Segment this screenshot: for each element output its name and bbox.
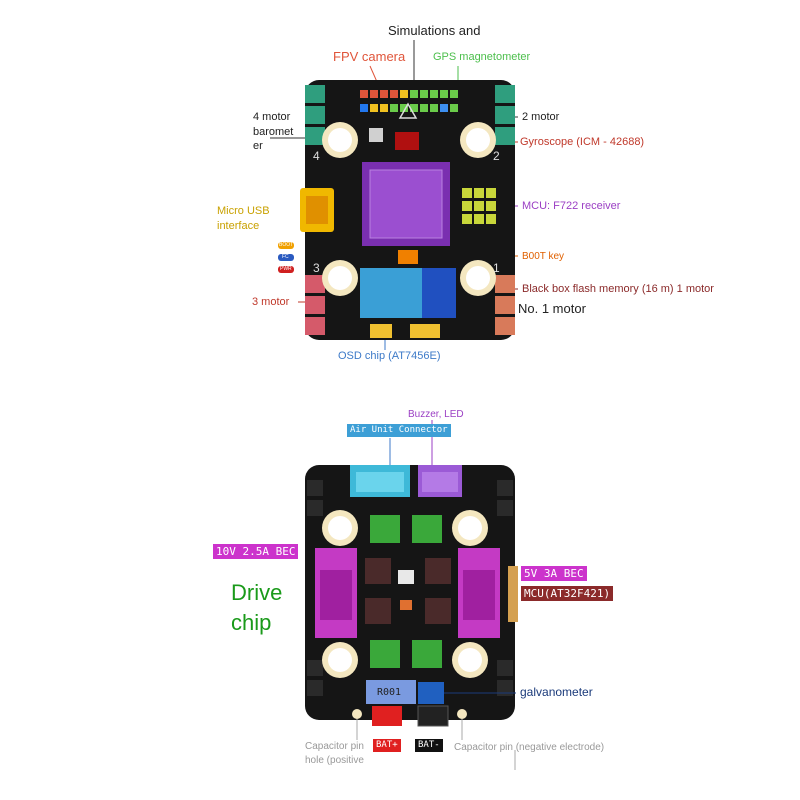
label-bat-minus: BAT-: [415, 739, 443, 752]
mini-pwr-badge: [278, 266, 294, 273]
barometer-chip: [369, 128, 383, 142]
label-galvanometer: galvanometer: [520, 685, 593, 699]
galvanometer-chip: [418, 682, 444, 704]
label-bat-plus: BAT+: [373, 739, 401, 752]
label-cap-pos-a: Capacitor pin: [305, 741, 364, 752]
label-gps: GPS magnetometer: [433, 51, 531, 63]
center-pad: [400, 600, 412, 610]
label-drive-a: Drive: [231, 580, 283, 605]
label-fpv-camera: FPV camera: [333, 49, 406, 64]
drive-chips-center: [365, 558, 451, 624]
silk-2: 2: [493, 149, 500, 163]
mini-boot-badge: [278, 242, 294, 249]
mini-boot-label: BOOT: [279, 242, 294, 248]
label-motor2: 2 motor: [522, 111, 560, 123]
mounting-holes: [322, 122, 496, 296]
label-motor3: 3 motor: [252, 296, 290, 308]
side-connector: [508, 566, 518, 622]
bat-plus-pad: [372, 706, 402, 726]
label-barometer-b: er: [253, 140, 263, 152]
shunt-resistor: [366, 680, 416, 704]
label-cap-pos-b: hole (positive: [305, 755, 364, 766]
arrow-mark: [398, 102, 418, 119]
label-osd: OSD chip (AT7456E): [338, 350, 441, 362]
cap-hole-pos: [352, 709, 362, 719]
cap-hole-neg: [457, 709, 467, 719]
label-motor4: 4 motor: [253, 111, 291, 123]
label-cap-neg: Capacitor pin (negative electrode): [454, 742, 605, 753]
silk-1: 1: [493, 261, 500, 275]
gyro-chip: [395, 132, 419, 150]
flash-chip: [422, 268, 456, 318]
mini-fc-badge: [278, 254, 294, 261]
label-drive-b: chip: [231, 610, 272, 635]
bat-minus-pad: [417, 705, 449, 727]
fc-header-pins: [360, 90, 458, 112]
silk-3: 3: [313, 261, 320, 275]
osd-chip: [360, 268, 422, 318]
mini-pwr-label: PWR: [280, 266, 292, 272]
label-gyroscope: Gyroscope (ICM - 42688): [520, 136, 645, 148]
boot-key: [398, 250, 418, 264]
label-mcu-at32: MCU(AT32F421): [521, 586, 614, 601]
label-blackbox: Black box flash memory (16 m) 1 motor: [522, 283, 714, 295]
power-pad-right: [410, 324, 440, 338]
label-mcu-f722: MCU: F722 receiver: [522, 200, 621, 212]
label-barometer-a: baromet: [253, 126, 294, 138]
label-shunt: R001: [377, 687, 402, 698]
center-chip: [398, 570, 414, 584]
label-simulations: Simulations and: [388, 23, 481, 38]
label-no1-motor: No. 1 motor: [518, 301, 586, 316]
esc-mounting-holes: [322, 510, 488, 678]
esc-side-pads: [307, 480, 513, 696]
label-buzzer-led: Buzzer, LED: [408, 409, 464, 420]
label-air-unit: Air Unit Connector: [347, 424, 451, 437]
receiver-pads: [462, 188, 496, 224]
power-pad-left: [370, 324, 392, 338]
label-usb-b: interface: [217, 220, 260, 232]
label-10v-bec: 10V 2.5A BEC: [213, 544, 299, 559]
label-usb-a: Micro USB: [217, 205, 270, 217]
mosfets: [370, 515, 442, 668]
mini-fc-label: FC: [282, 254, 289, 260]
motor-pads: [305, 85, 515, 335]
silk-4: 4: [313, 149, 320, 163]
label-boot-key: B00T key: [522, 251, 565, 262]
label-5v-bec: 5V 3A BEC: [521, 566, 587, 581]
